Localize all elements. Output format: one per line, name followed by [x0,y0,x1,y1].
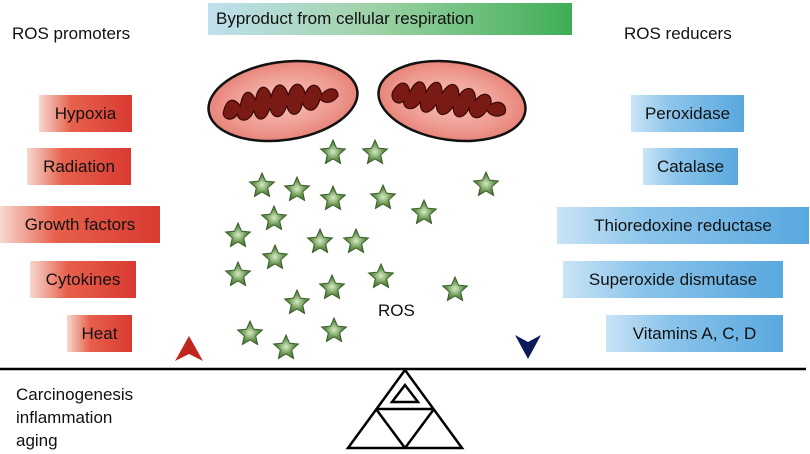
ros-star-icon [369,183,397,210]
fulcrum-triangle-icon [345,367,465,450]
respiration-banner: Byproduct from cellular respiration [208,3,572,35]
reducer-peroxidase: Peroxidase [631,95,744,132]
up-arrow-icon [175,336,203,361]
reducer-thioredoxine-reductase: Thioredoxine reductase [557,207,809,244]
ros-star-icon [441,275,469,302]
ros-star-icon [260,204,288,231]
outcome-inflammation: inflammation [16,408,113,427]
ros-star-icon [306,227,334,254]
ros-star-icon [224,260,252,287]
promoter-cytokines: Cytokines [30,261,136,298]
ros-star-icon [318,273,346,300]
ros-star-icon [283,288,311,315]
promoter-heat: Heat [67,315,132,352]
ros-star-icon [410,198,438,225]
ros-star-icon [472,170,500,197]
ros-star-icon [367,262,395,289]
promoter-growth-factors: Growth factors [0,206,160,243]
ros-star-icon [224,221,252,248]
ros-star-icon [236,319,264,346]
ros-label: ROS [378,301,415,320]
ros-reducers-heading: ROS reducers [624,24,732,43]
ros-star-icon [319,138,347,165]
down-arrow-icon [515,335,541,359]
reducer-catalase: Catalase [643,148,738,185]
ros-star-icon [272,333,300,360]
ros-star-icon [319,184,347,211]
bottom-outcomes: Carcinogenesis inflammation aging [16,383,133,452]
ros-stars [224,138,500,360]
ros-star-icon [261,243,289,270]
outcome-aging: aging [16,431,58,450]
mitochondrion-left [207,59,359,143]
promoter-radiation: Radiation [27,148,131,185]
promoter-hypoxia: Hypoxia [39,95,132,132]
ros-star-icon [361,138,389,165]
ros-star-icon [248,171,276,198]
ros-star-icon [283,175,311,202]
outcome-carcinogenesis: Carcinogenesis [16,385,134,404]
reducer-vitamins: Vitamins A, C, D [606,315,783,352]
ros-star-icon [320,316,348,343]
reducer-superoxide-dismutase: Superoxide dismutase [563,261,783,298]
ros-star-icon [342,227,370,254]
mitochondrion-right [377,59,527,143]
ros-promoters-heading: ROS promoters [12,24,131,43]
